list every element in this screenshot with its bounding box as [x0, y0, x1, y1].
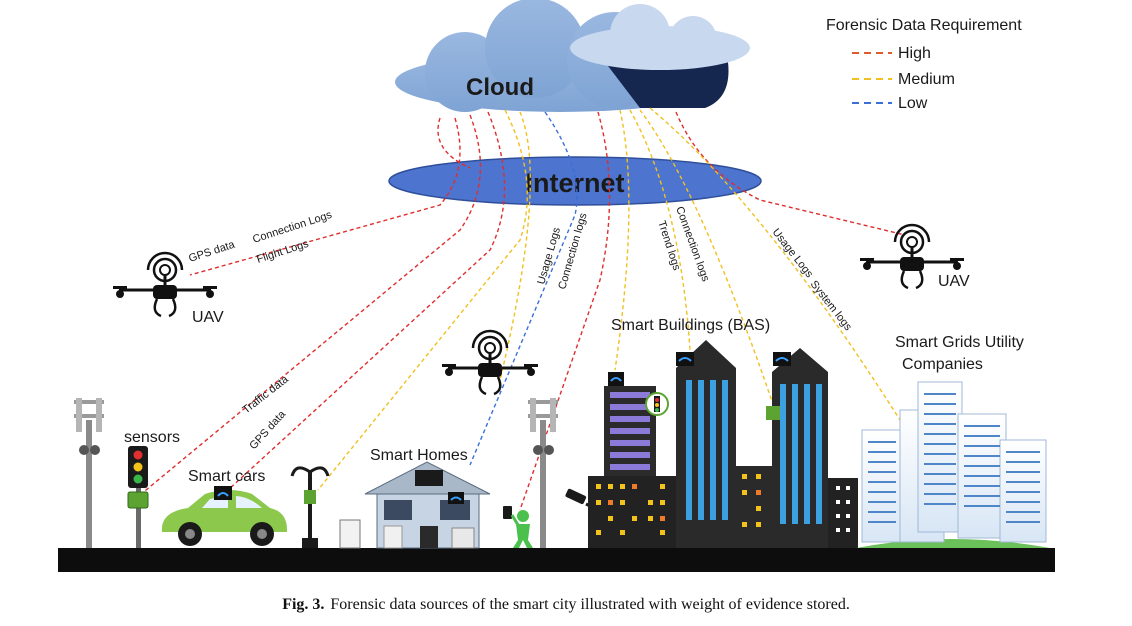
- traffic-light-icon: [127, 446, 149, 548]
- cloud-label: Cloud: [466, 74, 534, 101]
- uav-left-icon: [113, 251, 217, 318]
- link-cloud-bas-mid: [629, 109, 691, 351]
- sensors-label: sensors: [124, 429, 180, 446]
- link-cloud-uav-right: [675, 111, 906, 236]
- cell-tower-right-icon: [528, 398, 558, 548]
- smart-grids-buildings-icon: [856, 381, 1050, 548]
- caption-text: Forensic data sources of the smart city …: [330, 596, 850, 613]
- uav-middle-icon: [442, 329, 538, 396]
- edge-label-usage-logs-grid: Usage Logs: [770, 226, 816, 280]
- link-cloud-internet: [437, 117, 471, 169]
- uav-right-label: UAV: [938, 273, 970, 290]
- uav-left-label: UAV: [192, 309, 224, 326]
- legend-title: Forensic Data Requirement: [826, 17, 1022, 34]
- cloud-shape: [395, 0, 750, 112]
- figure-caption: Fig. 3. Forensic data sources of the smar…: [0, 596, 1132, 614]
- edge-label-traffic-data: Traffic data: [240, 373, 291, 417]
- legend-high-label: High: [898, 45, 931, 62]
- smart-grids-label-line1: Smart Grids Utility: [895, 334, 1024, 351]
- cell-tower-left-icon: [74, 398, 104, 548]
- link-cloud-car: [227, 111, 506, 491]
- caption-label: Fig. 3.: [282, 596, 325, 613]
- link-cloud-home-red: [519, 111, 611, 511]
- legend-low-label: Low: [898, 95, 928, 112]
- edge-label-system-logs: System logs: [808, 278, 855, 333]
- link-cloud-grid: [649, 107, 901, 421]
- smart-grids-label-line2: Companies: [902, 356, 983, 373]
- edge-label-gps-data-uav: GPS data: [187, 238, 237, 264]
- edge-label-connection-logs-bas: Connection logs: [673, 205, 711, 284]
- smart-buildings-label: Smart Buildings (BAS): [611, 317, 770, 334]
- edge-label-trend-logs: Trend logs: [655, 219, 683, 272]
- link-cloud-sensors: [139, 114, 482, 496]
- smart-home-icon: [339, 461, 491, 549]
- link-cloud-home-blue: [469, 111, 578, 466]
- uav-right-icon: [860, 223, 964, 290]
- link-cloud-bas-right: [639, 109, 776, 411]
- smart-cars-label: Smart cars: [188, 468, 265, 485]
- person-with-phone-icon: [503, 506, 533, 548]
- internet-label: Internet: [525, 168, 624, 198]
- link-cloud-streetlight: [317, 109, 528, 491]
- smart-buildings-icon: [588, 340, 858, 548]
- legend-medium-label: Medium: [898, 71, 955, 88]
- link-cloud-bas-left: [614, 109, 630, 371]
- edge-label-gps-data-car: GPS data: [247, 408, 288, 452]
- smart-homes-label: Smart Homes: [370, 447, 468, 464]
- legend: Forensic Data Requirement High Medium Lo…: [826, 17, 1022, 112]
- edge-label-connection-logs-home: Connection logs: [556, 211, 589, 291]
- internet-ellipse: [388, 156, 762, 206]
- connections: [139, 107, 906, 511]
- ground-strip: [58, 548, 1055, 572]
- street-lamp-icon: [290, 466, 330, 548]
- link-cloud-uav-left: [189, 117, 461, 276]
- smart-car-icon: [161, 486, 288, 546]
- edge-label-connection-logs-uav: Connection Logs: [251, 209, 334, 246]
